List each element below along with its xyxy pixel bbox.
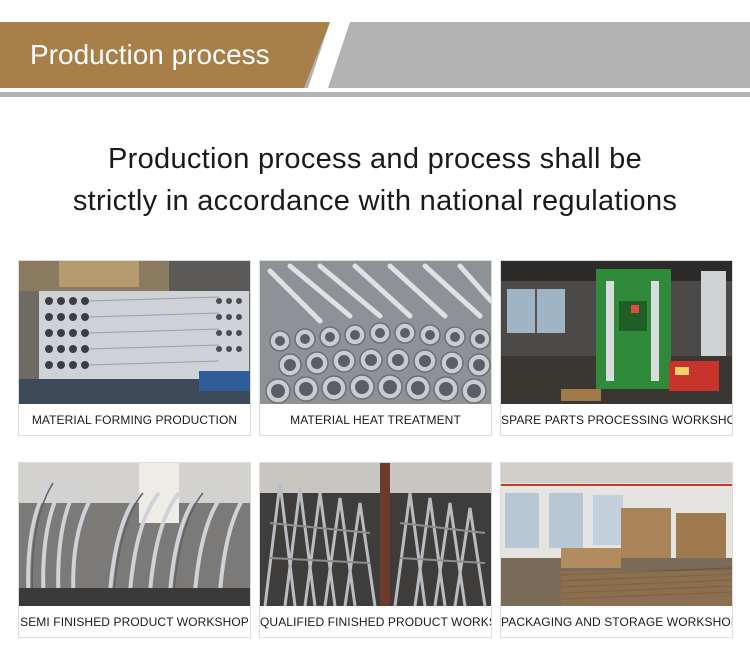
card-caption: MATERIAL HEAT TREATMENT: [290, 413, 461, 427]
card-caption: PACKAGING AND STORAGE WORKSHOP: [501, 615, 733, 629]
gallery-card-heat-treatment: MATERIAL HEAT TREATMENT: [259, 260, 492, 436]
card-caption: SPARE PARTS PROCESSING WORKSHOP: [501, 413, 733, 427]
gallery-card-qualified-finished: QUALIFIED FINISHED PRODUCT WORKSHOP: [259, 462, 492, 638]
gallery-card-spare-parts: SPARE PARTS PROCESSING WORKSHOP: [500, 260, 733, 436]
stacked-chair-frames-photo: [260, 463, 491, 606]
card-caption: MATERIAL FORMING PRODUCTION: [31, 413, 238, 427]
section-header-banner: Production process: [0, 22, 750, 88]
warehouse-cartons-photo: [501, 463, 732, 606]
intro-line-1: Production process and process shall be: [108, 143, 642, 175]
intro-line-2: strictly in accordance with national reg…: [72, 185, 678, 217]
card-caption: SEMI FINISHED PRODUCT WORKSHOP: [20, 615, 249, 629]
tube-ends-closeup-photo: [260, 261, 491, 404]
section-title: Production process: [30, 39, 270, 70]
intro-heading: Production process and process shall be …: [0, 138, 750, 222]
card-caption: QUALIFIED FINISHED PRODUCT WORKSHOP: [260, 615, 491, 629]
hydraulic-press-machine-photo: [501, 261, 732, 404]
banner-accent-bar: [0, 22, 330, 88]
bent-frames-photo: [19, 463, 250, 606]
stacked-aluminum-tubes-photo: [19, 261, 250, 404]
gallery-card-packaging-storage: PACKAGING AND STORAGE WORKSHOP: [500, 462, 733, 638]
header-underline: [0, 92, 750, 97]
gallery-card-semi-finished: SEMI FINISHED PRODUCT WORKSHOP: [18, 462, 251, 638]
gallery-card-material-forming: MATERIAL FORMING PRODUCTION: [18, 260, 251, 436]
